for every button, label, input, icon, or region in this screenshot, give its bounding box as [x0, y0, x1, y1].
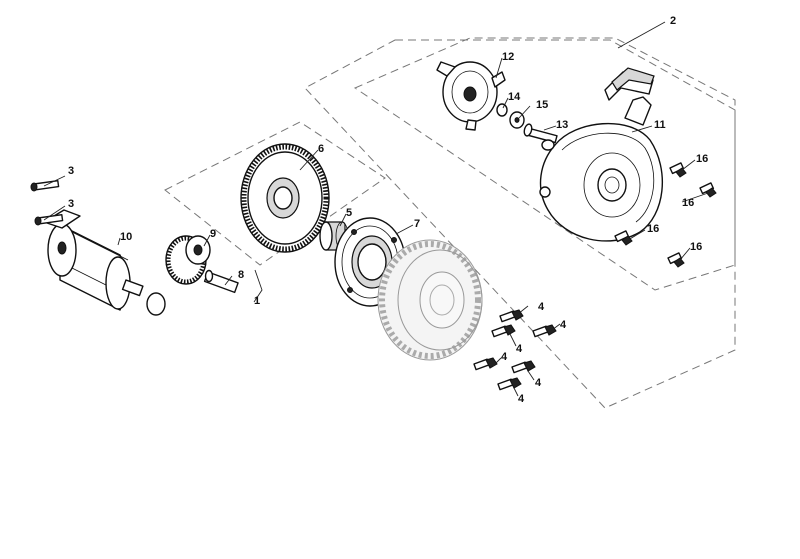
o-ring-motor: [146, 292, 166, 316]
callout-12: 12: [502, 51, 514, 63]
callout-8: 8: [238, 269, 244, 281]
callout-4-d: 4: [501, 351, 508, 363]
callout-16-a: 16: [696, 153, 708, 165]
callout-4-c: 4: [516, 343, 523, 355]
callout-4-b: 4: [560, 319, 567, 331]
clutch-bolt-4-d: [473, 357, 498, 371]
clutch-bolt-4-a: [499, 309, 524, 323]
callout-15: 15: [536, 99, 548, 111]
callout-4-f: 4: [518, 393, 525, 405]
callout-7: 7: [414, 218, 420, 230]
starter-reduction-gear: [240, 143, 330, 253]
callout-10: 10: [120, 231, 132, 243]
callout-9: 9: [210, 228, 216, 240]
callout-6: 6: [318, 143, 324, 155]
recoil-starter-group-outline: [304, 39, 736, 409]
clutch-bolt-4-c: [491, 324, 516, 338]
callout-3-b: 3: [68, 198, 74, 210]
callout-4-a: 4: [538, 301, 545, 313]
o-ring-14: [496, 103, 508, 117]
recoil-starter-subgroup-outline: [353, 37, 736, 291]
flywheel-rotor: [377, 239, 483, 361]
clutch-bolt-4-b: [532, 324, 557, 338]
callout-14: 14: [508, 91, 521, 103]
leader-lines: [43, 21, 712, 397]
callout-3-a: 3: [68, 165, 74, 177]
callout-5: 5: [346, 207, 352, 219]
clutch-bolt-4-f: [497, 377, 522, 391]
callout-4-e: 4: [535, 377, 542, 389]
callout-16-b: 16: [682, 197, 694, 209]
clutch-bolt-4-e: [511, 360, 536, 374]
screw-16-d: [667, 252, 685, 268]
recoil-starter-assembly: [539, 67, 663, 242]
callout-1: 1: [254, 295, 260, 307]
screw-16-a: [669, 162, 687, 178]
screw-16-b: [699, 182, 717, 198]
callout-11: 11: [654, 119, 666, 131]
starter-motor: [43, 209, 144, 311]
screw-16-c: [614, 230, 633, 246]
callout-16-c: 16: [647, 223, 659, 235]
motor-bolt-3-b: [34, 213, 64, 226]
idle-gear-shaft: [203, 269, 239, 294]
starter-idle-gear: [165, 235, 211, 285]
callout-13: 13: [556, 119, 568, 131]
callout-16-d: 16: [690, 241, 702, 253]
starter-gear-group-outline: [164, 121, 386, 266]
callout-2: 2: [670, 15, 676, 27]
starter-pulley: [436, 61, 506, 131]
flange-bolt-13: [523, 123, 558, 144]
